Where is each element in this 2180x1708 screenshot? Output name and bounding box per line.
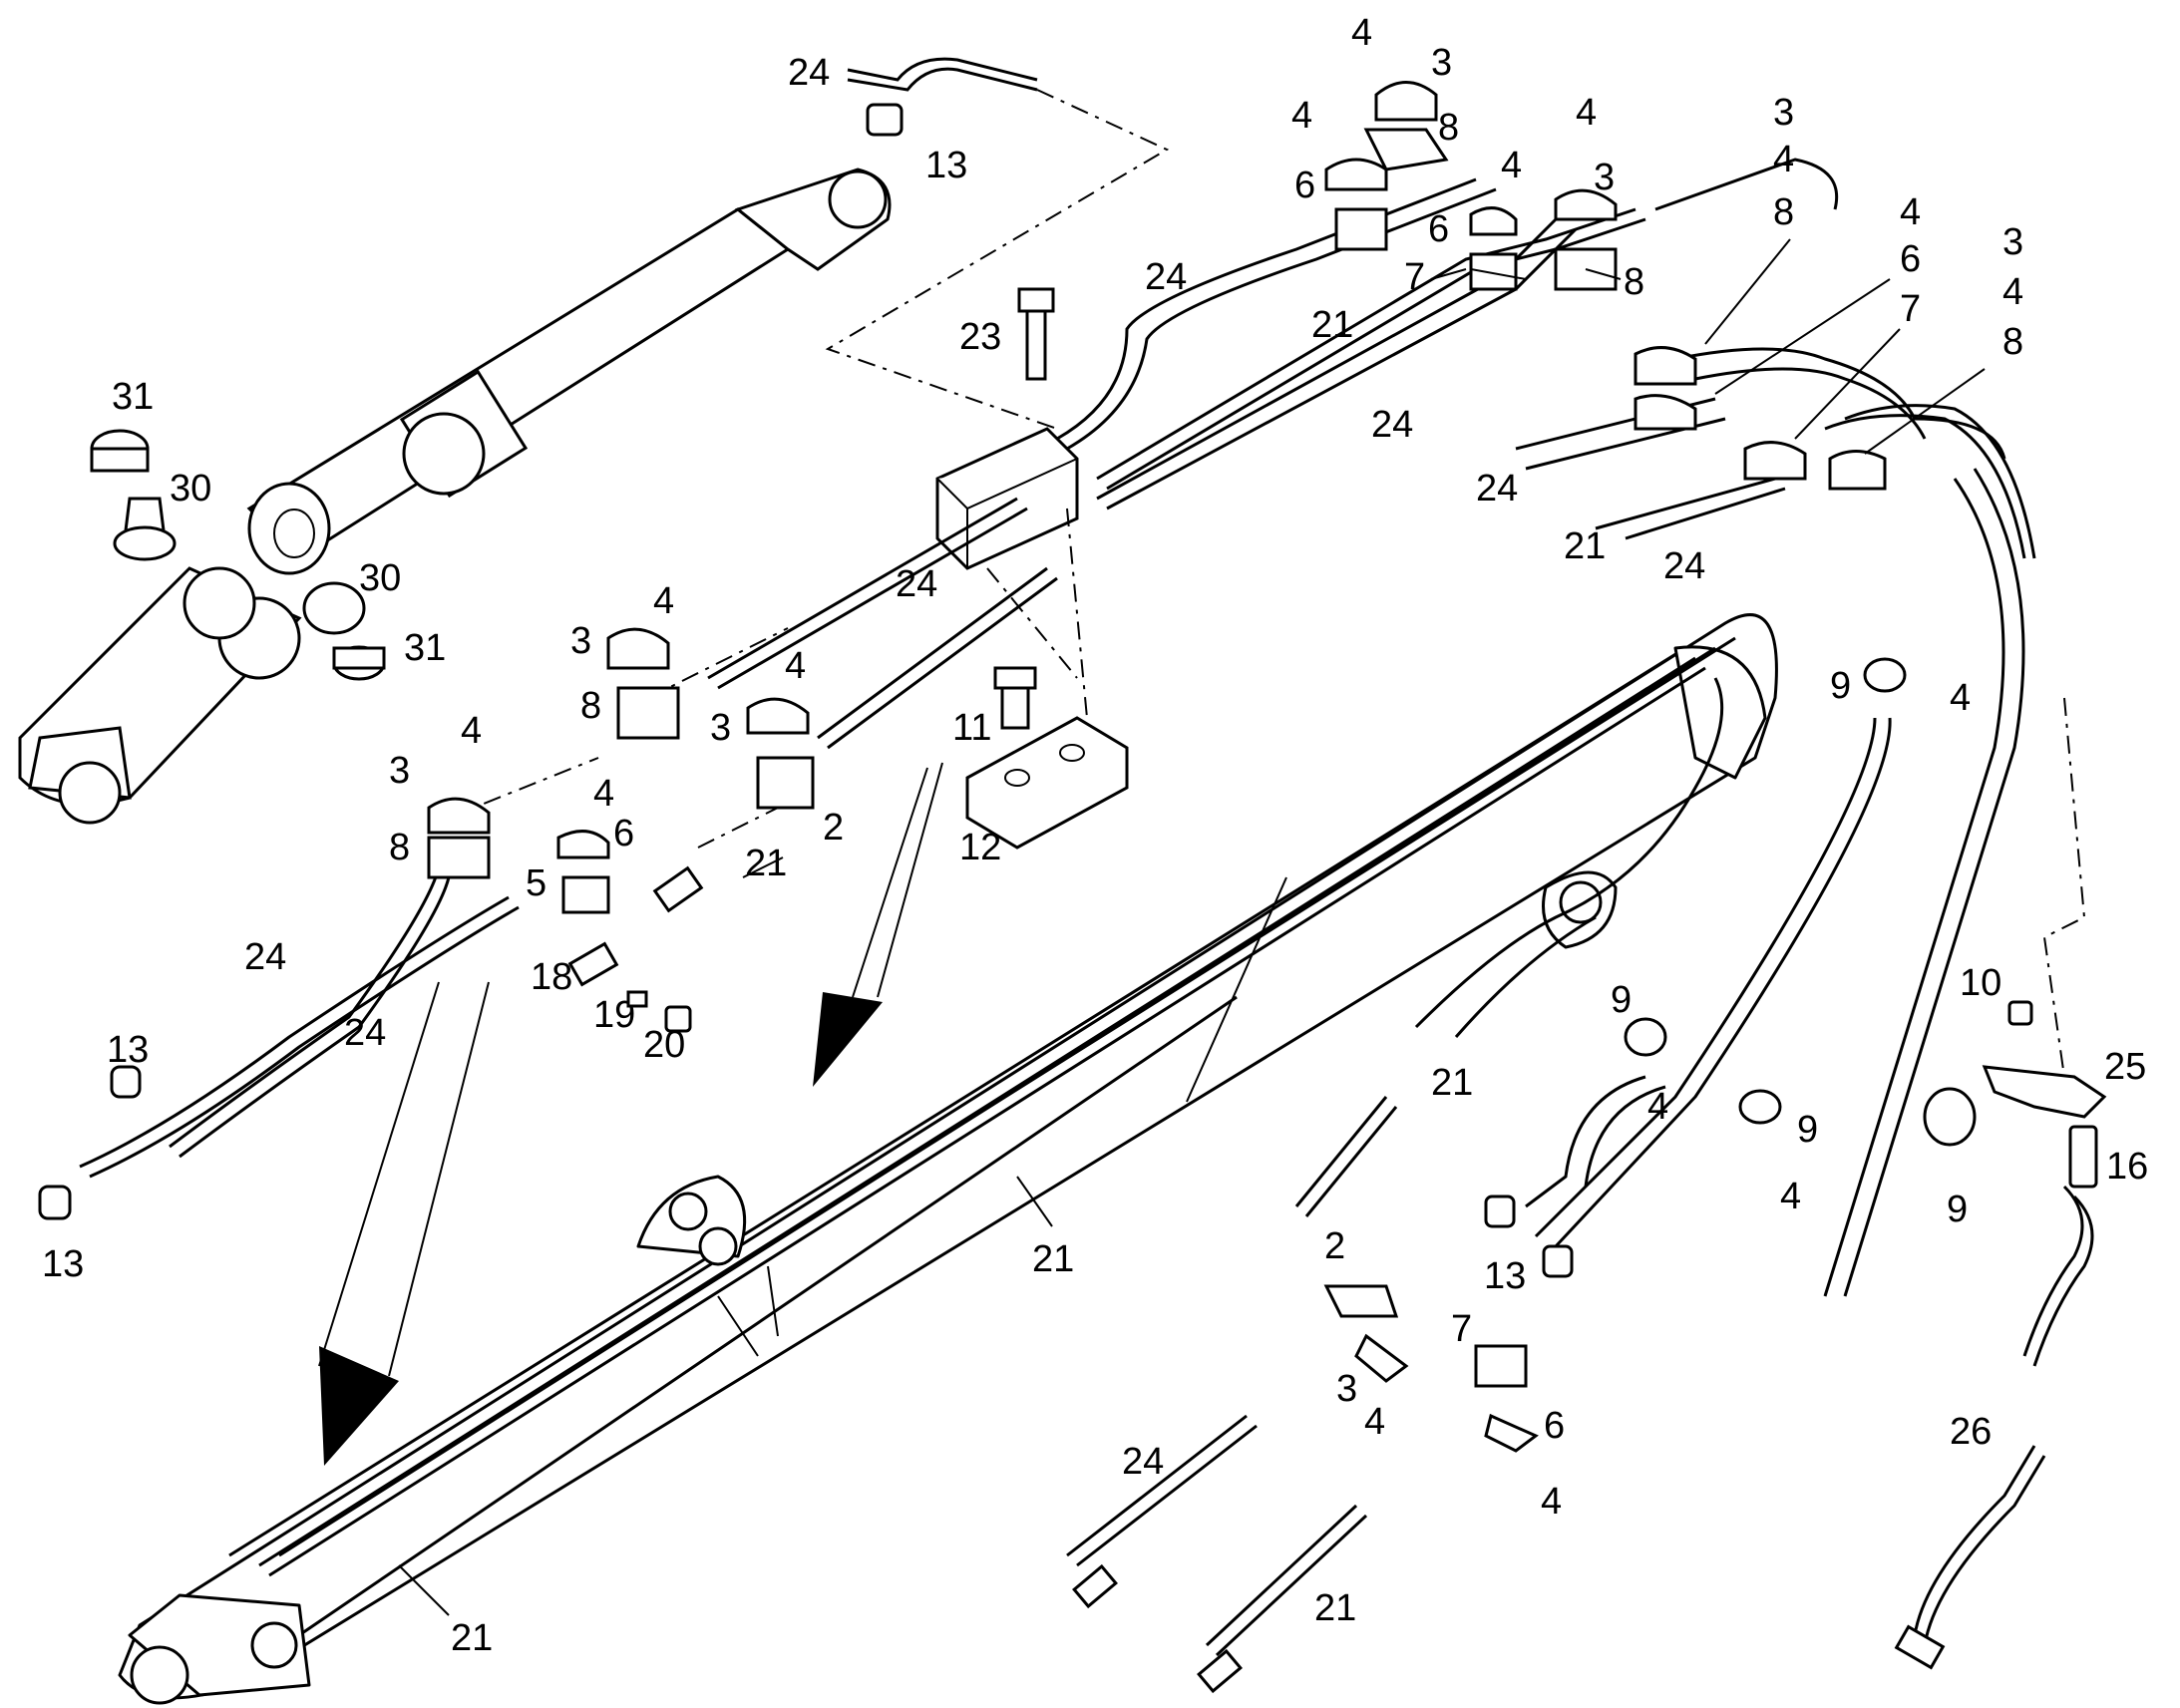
callout-18: 18: [531, 956, 572, 998]
direction-arrows: [318, 762, 943, 1466]
callout-3: 3: [389, 750, 410, 792]
callout-11: 11: [952, 707, 991, 749]
callout-7: 7: [1404, 256, 1425, 298]
callout-3: 3: [1336, 1368, 1357, 1410]
callout-24: 24: [1371, 404, 1413, 446]
callout-6: 6: [1544, 1405, 1565, 1447]
callout-7: 7: [1900, 288, 1921, 330]
callout-13: 13: [925, 145, 967, 186]
callout-4: 4: [1900, 191, 1921, 233]
callout-9: 9: [1830, 665, 1851, 707]
callout-3: 3: [1431, 42, 1452, 84]
callout-2: 2: [823, 807, 844, 849]
callout-3: 3: [710, 707, 731, 749]
callout-21: 21: [451, 1617, 493, 1659]
callout-4: 4: [593, 773, 614, 815]
arrow-down-middle: [813, 992, 883, 1087]
callout-3: 3: [1594, 157, 1615, 198]
callout-24: 24: [896, 563, 937, 605]
callout-24: 24: [244, 936, 286, 978]
hoses: [79, 57, 2094, 1657]
callout-3: 3: [570, 620, 591, 662]
callout-4: 4: [1647, 1086, 1668, 1128]
callout-4: 4: [1351, 12, 1372, 54]
callout-21: 21: [1032, 1238, 1074, 1280]
valve-block: [935, 287, 1079, 570]
callout-24: 24: [344, 1012, 386, 1054]
callout-4: 4: [1541, 1481, 1562, 1523]
bucket-link: [18, 566, 302, 825]
callout-9: 9: [1797, 1109, 1818, 1151]
callout-4: 4: [2002, 271, 2023, 313]
callout-4: 4: [461, 710, 482, 752]
callout-6: 6: [1428, 208, 1449, 250]
callout-30: 30: [170, 468, 211, 510]
callout-4: 4: [785, 645, 806, 687]
callout-3: 3: [2002, 221, 2023, 263]
boom-arm: [118, 613, 1778, 1705]
callout-4: 4: [1364, 1401, 1385, 1443]
callout-4: 4: [1501, 145, 1522, 186]
callout-8: 8: [580, 685, 601, 727]
callout-31: 31: [112, 376, 154, 418]
callout-16: 16: [2106, 1146, 2148, 1188]
callout-4: 4: [1950, 677, 1971, 719]
callout-6: 6: [1294, 165, 1315, 206]
callout-6: 6: [613, 813, 634, 854]
callout-10: 10: [1960, 962, 2001, 1004]
callout-labels: 24 13 4 3 4 8 6 4 6 7 4 3 8 24 21 24 23 …: [42, 12, 2148, 1659]
callout-30: 30: [359, 557, 401, 599]
callout-21: 21: [1564, 525, 1606, 567]
callout-24: 24: [788, 52, 830, 94]
callout-8: 8: [1773, 191, 1794, 233]
callout-3: 3: [1773, 92, 1794, 134]
callout-31: 31: [404, 627, 446, 669]
callout-9: 9: [1947, 1189, 1968, 1230]
callout-8: 8: [2002, 321, 2023, 363]
callout-9: 9: [1611, 979, 1632, 1021]
callout-4: 4: [1291, 95, 1312, 137]
callout-21: 21: [745, 843, 787, 884]
callout-6: 6: [1900, 238, 1921, 280]
callout-4: 4: [1780, 1176, 1801, 1217]
callout-25: 25: [2104, 1046, 2146, 1088]
callout-24: 24: [1145, 256, 1187, 298]
callout-24: 24: [1122, 1441, 1164, 1483]
arrow-down-left: [319, 1346, 399, 1466]
callout-8: 8: [1624, 261, 1644, 303]
callout-26: 26: [1950, 1411, 1992, 1453]
callout-8: 8: [389, 827, 410, 868]
callout-2: 2: [1324, 1225, 1345, 1267]
hose-clamps: [427, 81, 2107, 1453]
callout-13: 13: [1484, 1255, 1526, 1297]
callout-4: 4: [1773, 139, 1794, 180]
callout-21: 21: [1431, 1062, 1473, 1104]
callout-13: 13: [42, 1243, 84, 1285]
callout-24: 24: [1663, 545, 1705, 587]
callout-13: 13: [107, 1029, 149, 1071]
callout-leaders: [398, 238, 1986, 1616]
callout-7: 7: [1451, 1308, 1472, 1350]
callout-12: 12: [959, 827, 1001, 868]
callout-24: 24: [1476, 468, 1518, 510]
callout-21: 21: [1314, 1587, 1356, 1629]
callout-4: 4: [653, 580, 674, 622]
callout-21: 21: [1311, 304, 1353, 346]
spacer-plate-12: [965, 666, 1129, 850]
boom-cylinder: [246, 168, 892, 575]
callout-4: 4: [1576, 92, 1597, 134]
fittings: [38, 103, 2098, 1694]
pin-caps: [90, 429, 386, 681]
callout-5: 5: [526, 862, 546, 904]
callout-23: 23: [959, 316, 1001, 358]
callout-8: 8: [1438, 107, 1459, 149]
